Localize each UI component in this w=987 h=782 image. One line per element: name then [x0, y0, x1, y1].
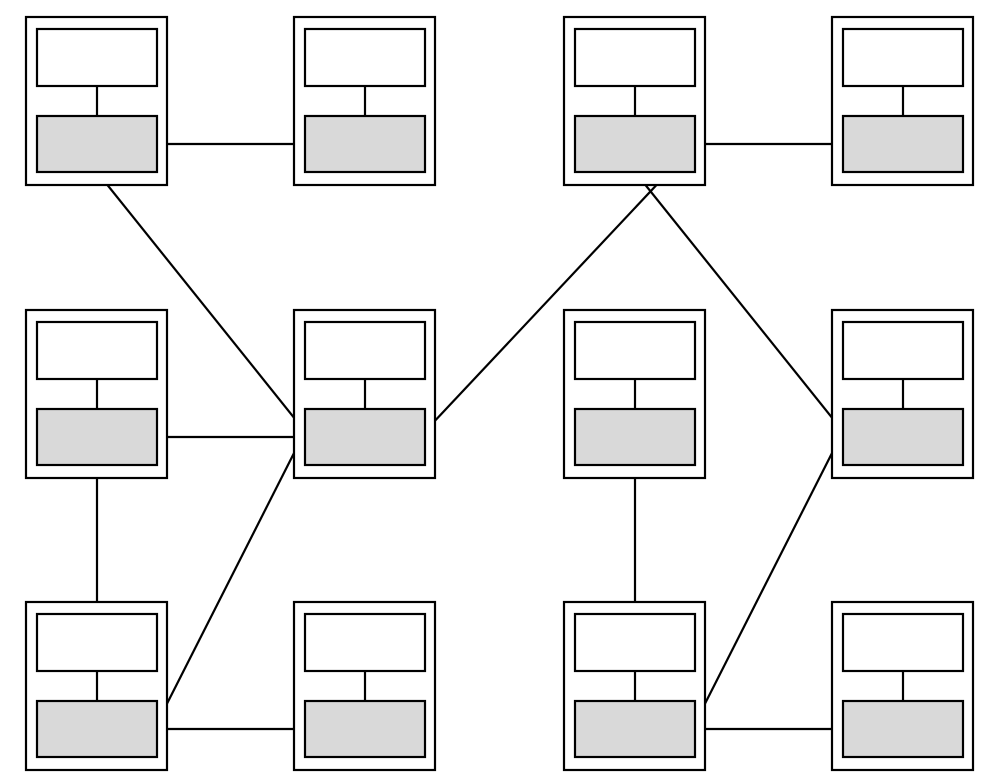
node-top-box	[841, 27, 965, 88]
node-n1	[24, 15, 169, 187]
node-port-box	[35, 114, 159, 174]
node-top-box	[841, 320, 965, 381]
node-port-box	[573, 699, 697, 759]
node-top-box	[573, 612, 697, 673]
node-n7	[562, 308, 707, 480]
node-top-box	[573, 27, 697, 88]
node-n11	[562, 600, 707, 772]
edge-n9-n6	[156, 430, 306, 724]
edge-n11-n8	[694, 430, 844, 724]
nodes-layer	[24, 15, 975, 772]
node-port-box	[573, 114, 697, 174]
node-port-box	[841, 114, 965, 174]
edge-n3-n8	[634, 171, 844, 433]
node-n9	[24, 600, 169, 772]
node-n2	[292, 15, 437, 187]
node-n3	[562, 15, 707, 187]
node-top-box	[303, 612, 427, 673]
node-n10	[292, 600, 437, 772]
node-top-box	[303, 320, 427, 381]
node-n8	[830, 308, 975, 480]
node-n4	[830, 15, 975, 187]
node-top-box	[841, 612, 965, 673]
node-port-box	[841, 699, 965, 759]
node-top-box	[35, 612, 159, 673]
node-n12	[830, 600, 975, 772]
node-port-box	[303, 407, 427, 467]
edges-layer	[95, 142, 844, 731]
node-port-box	[573, 407, 697, 467]
node-port-box	[841, 407, 965, 467]
node-top-box	[35, 320, 159, 381]
node-top-box	[303, 27, 427, 88]
node-port-box	[35, 407, 159, 467]
node-top-box	[573, 320, 697, 381]
node-port-box	[303, 699, 427, 759]
node-port-box	[303, 114, 427, 174]
node-n6	[292, 308, 437, 480]
edge-n1-n6	[96, 171, 306, 433]
node-n5	[24, 308, 169, 480]
node-port-box	[35, 699, 159, 759]
node-top-box	[35, 27, 159, 88]
